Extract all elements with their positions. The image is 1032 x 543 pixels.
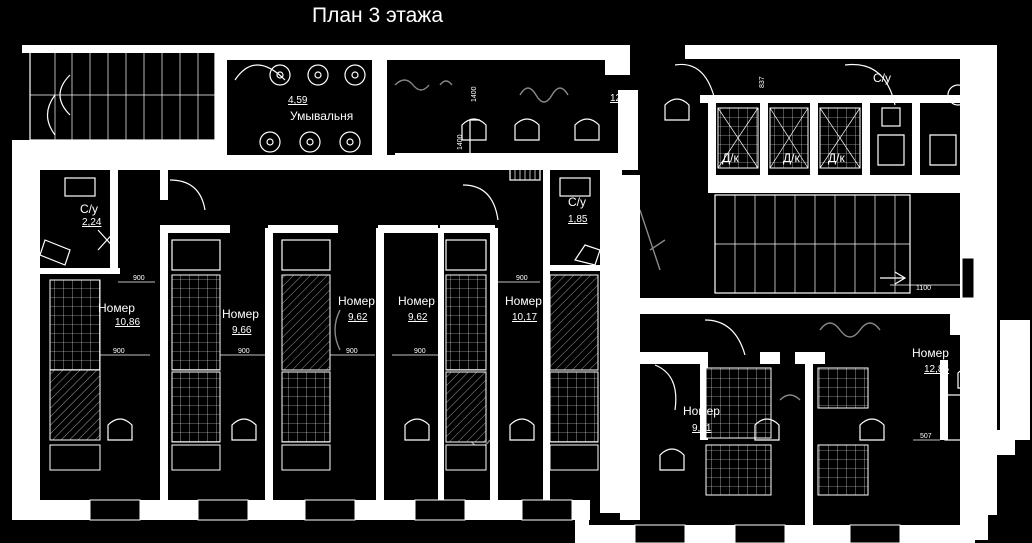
wc-left-label: С/у [80, 202, 98, 216]
dim-900-d: 900 [346, 348, 358, 355]
central-staircase [714, 194, 911, 294]
room3-area: 9,62 [348, 312, 368, 323]
dim-900-b: 900 [113, 348, 125, 355]
room6-label: Номер [683, 404, 720, 418]
wc-left-area: 2,24 [82, 217, 102, 228]
room5-label: Номер [505, 294, 542, 308]
room2-label: Номер [222, 307, 259, 321]
dim-1100: 1100 [916, 285, 931, 292]
room-labels: Умывальня 4,59 12,17 С/у С/у 2,24 С/у 1,… [80, 71, 949, 434]
room1-label: Номер [98, 301, 135, 315]
dimension-lines: 900 900 900 900 900 900 1100 507 837 140… [100, 76, 960, 441]
dim-900-a: 900 [133, 275, 145, 282]
shower-cabins [674, 63, 969, 169]
washroom-label: Умывальня [290, 109, 353, 123]
bathroom-fixtures [39, 177, 601, 266]
corridor-area: 12,17 [610, 93, 635, 104]
room3-label: Номер [338, 294, 375, 308]
small-stair [509, 159, 541, 181]
left-staircase [29, 51, 216, 141]
plan-title: План 3 этажа [312, 4, 444, 27]
room7-area: 12,85 [924, 364, 949, 375]
dim-837: 837 [759, 76, 766, 88]
wc-mid-area: 1,85 [568, 214, 588, 225]
room4-label: Номер [398, 294, 435, 308]
wc-mid-label: С/у [568, 195, 586, 209]
shower-label-3: Д/к [828, 151, 845, 165]
room6-area: 9,81 [692, 423, 712, 434]
dim-1400b: 1400 [457, 134, 464, 150]
dim-900-f: 900 [516, 275, 528, 282]
room7-label: Номер [912, 346, 949, 360]
room4-area: 9,62 [408, 312, 428, 323]
dim-900-c: 900 [238, 348, 250, 355]
dim-507: 507 [920, 433, 932, 440]
shower-label-1: Д/к [722, 151, 739, 165]
interior-walls [40, 95, 962, 530]
shower-label-2: Д/к [783, 151, 800, 165]
windows [89, 257, 975, 543]
wc-top-label: С/у [873, 71, 891, 85]
room-furniture [49, 239, 991, 496]
room1-area: 10,86 [115, 317, 140, 328]
washroom-sinks [234, 64, 366, 153]
dim-1400: 1400 [471, 86, 478, 102]
room5-area: 10,17 [512, 312, 537, 323]
room2-area: 9,66 [232, 325, 252, 336]
lounge-chairs [461, 98, 690, 155]
washroom-area: 4,59 [288, 95, 308, 106]
dim-900-e: 900 [414, 348, 426, 355]
exterior-walls [12, 45, 1030, 543]
